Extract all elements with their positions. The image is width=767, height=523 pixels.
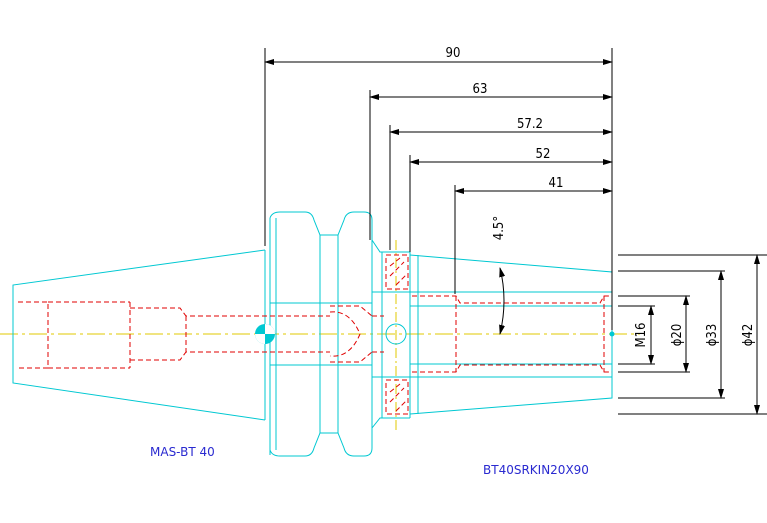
dim-90-label: 90 bbox=[446, 46, 461, 61]
center-marker bbox=[255, 324, 615, 344]
left-caption: MAS-BT 40 bbox=[150, 445, 215, 459]
dim-57-label: 57.2 bbox=[517, 117, 543, 132]
dim-d33-label: ϕ33 bbox=[705, 324, 720, 347]
hidden-lines bbox=[18, 254, 612, 415]
dim-m16-label: M16 bbox=[634, 323, 649, 348]
dimensions bbox=[264, 48, 767, 415]
dim-d20-label: ϕ20 bbox=[670, 324, 685, 347]
angle-label: 4.5° bbox=[492, 216, 507, 240]
dim-41-label: 41 bbox=[549, 176, 564, 191]
dim-52-label: 52 bbox=[536, 147, 551, 162]
holder-outline bbox=[12, 211, 613, 457]
right-caption: BT40SRKIN20X90 bbox=[483, 463, 589, 477]
angle-arc bbox=[499, 267, 506, 335]
dim-d42-label: ϕ42 bbox=[741, 324, 756, 347]
dim-63-label: 63 bbox=[473, 82, 488, 97]
